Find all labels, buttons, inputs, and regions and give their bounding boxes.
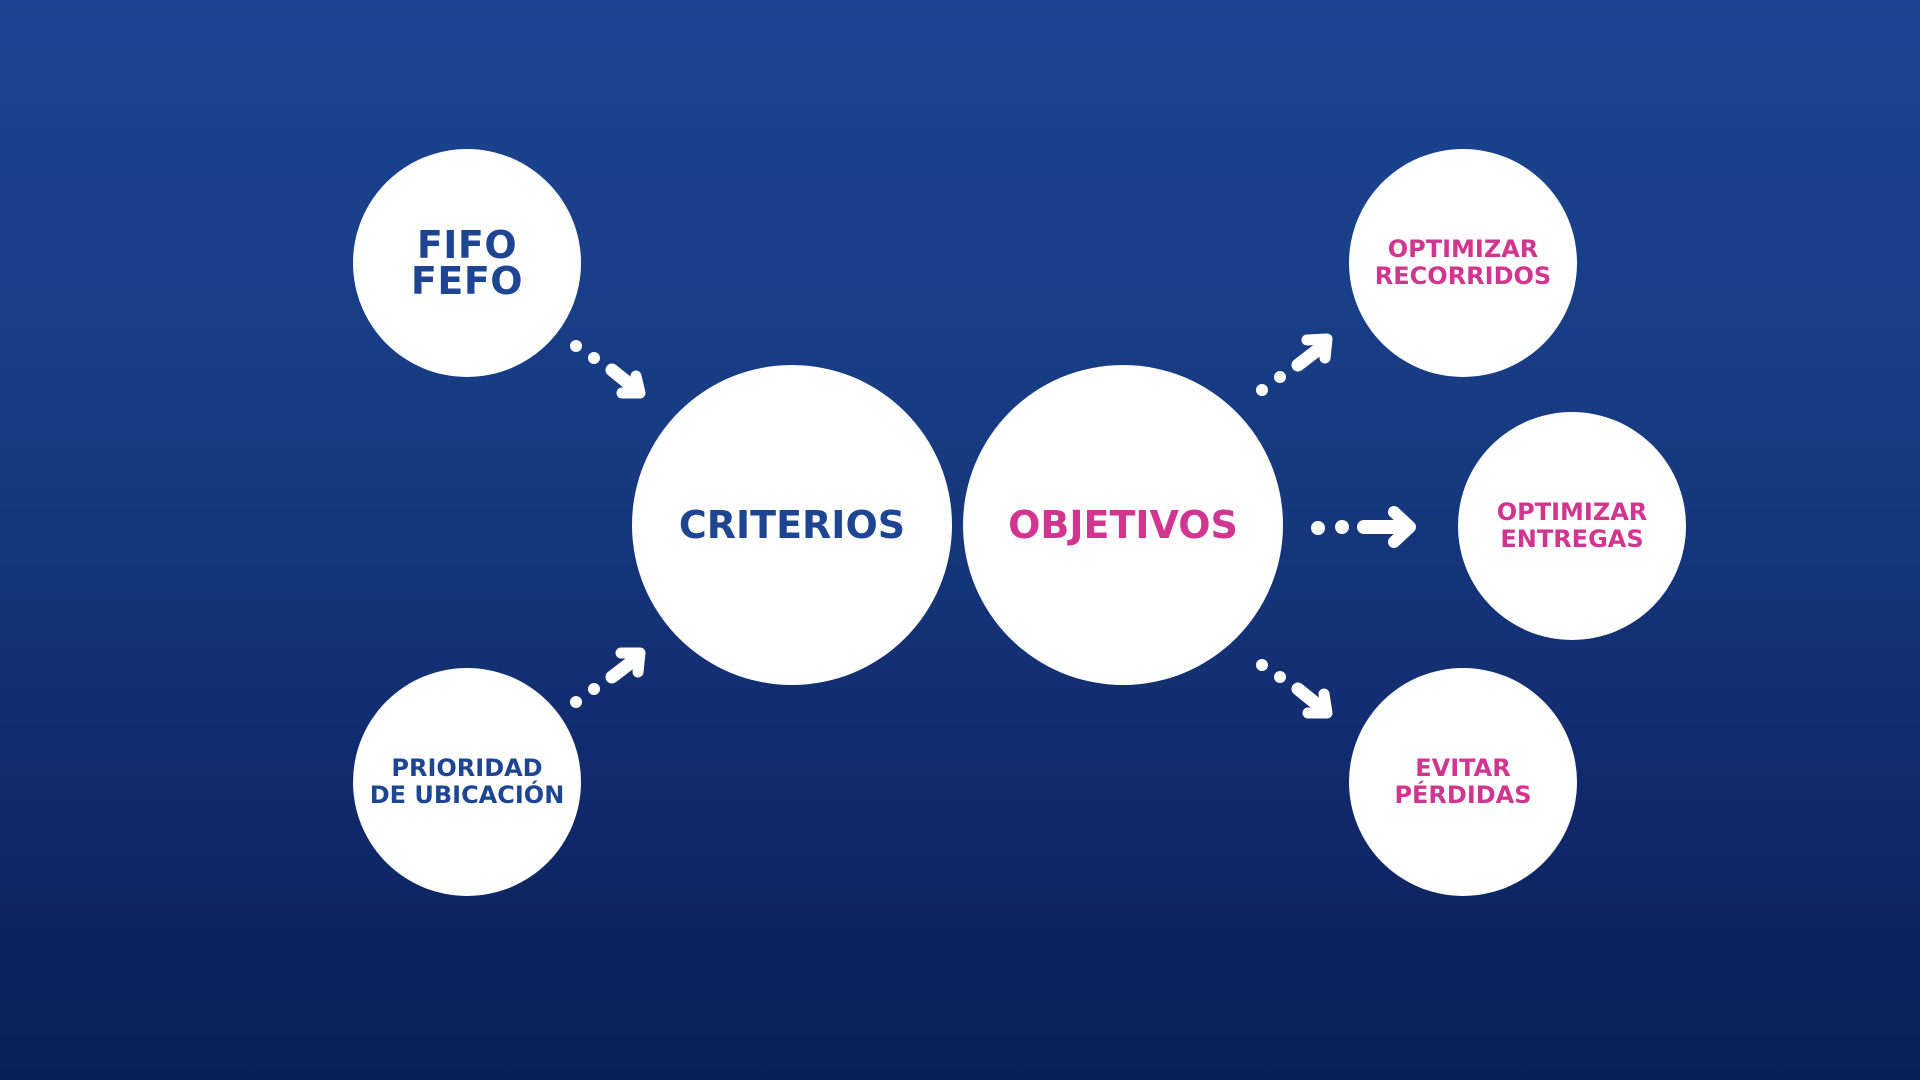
arrow-prioridad-to-criterios — [570, 647, 646, 708]
node-prioridad-line2: DE UBICACIÓN — [369, 781, 565, 809]
node-evitar-perdidas: EVITAR PÉRDIDAS — [1349, 668, 1577, 896]
arrow-fifo-to-criterios — [570, 340, 646, 399]
node-fifo-fefo: FIFO FEFO — [353, 149, 581, 377]
node-fifo-line2: FEFO — [410, 259, 524, 303]
node-prioridad-ubicacion: PRIORIDAD DE UBICACIÓN — [353, 668, 581, 896]
node-criterios-label: CRITERIOS — [678, 503, 906, 547]
node-entregas-line2: ENTREGAS — [1500, 525, 1644, 553]
arrow-objetivos-to-entregas — [1311, 506, 1416, 548]
node-entregas-line1: OPTIMIZAR — [1496, 498, 1648, 526]
node-perdidas-line2: PÉRDIDAS — [1394, 781, 1532, 809]
node-fifo-line1: FIFO — [416, 223, 518, 267]
node-objetivos-label: OBJETIVOS — [1008, 503, 1238, 547]
node-optimizar-entregas: OPTIMIZAR ENTREGAS — [1458, 412, 1686, 640]
arrow-objetivos-to-recorridos — [1256, 333, 1333, 396]
node-perdidas-line1: EVITAR — [1415, 754, 1511, 782]
arrow-objetivos-to-perdidas — [1256, 659, 1333, 719]
node-criterios: CRITERIOS — [632, 365, 952, 685]
node-optimizar-recorridos: OPTIMIZAR RECORRIDOS — [1349, 149, 1577, 377]
node-recorridos-line2: RECORRIDOS — [1374, 262, 1552, 290]
node-recorridos-line1: OPTIMIZAR — [1387, 235, 1539, 263]
node-objetivos: OBJETIVOS — [963, 365, 1283, 685]
node-prioridad-line1: PRIORIDAD — [391, 754, 543, 782]
